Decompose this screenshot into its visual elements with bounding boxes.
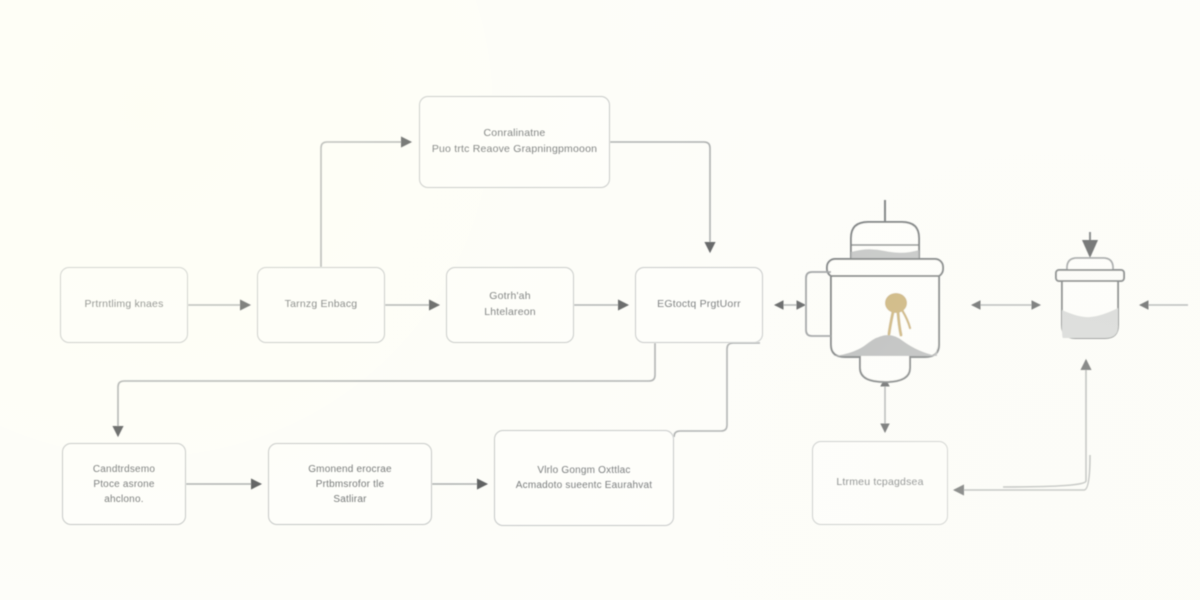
large-process-vessel-icon <box>805 200 944 384</box>
small-collection-pot-icon <box>1055 232 1125 339</box>
